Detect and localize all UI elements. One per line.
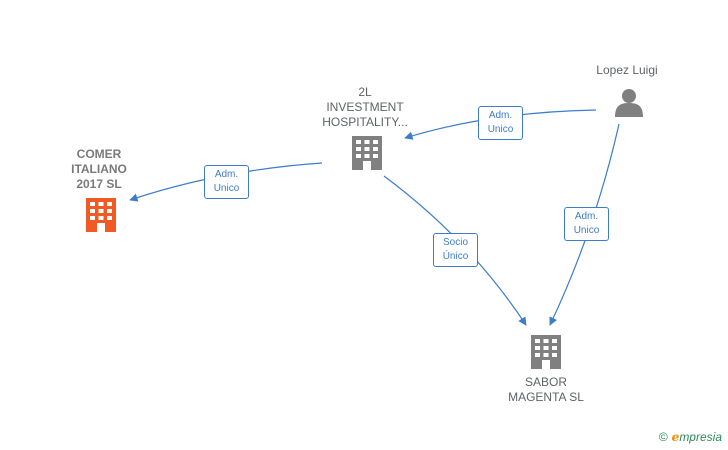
edge-label-lopez-investment[interactable]: Adm. Unico	[478, 106, 523, 140]
brand-footer: ©empresia	[659, 430, 722, 444]
node-label-sabor[interactable]: SABOR MAGENTA SL	[508, 375, 584, 404]
edge-label-investment-comer[interactable]: Adm. Unico	[204, 165, 249, 199]
brand-logo-text: mpresia	[679, 430, 722, 444]
edge-label-lopez-sabor[interactable]: Adm. Unico	[564, 207, 609, 241]
node-label-comer[interactable]: COMER ITALIANO 2017 SL	[71, 147, 127, 191]
node-label-lopez[interactable]: Lopez Luigi	[596, 63, 658, 77]
building-icon[interactable]	[352, 136, 382, 170]
person-icon[interactable]	[615, 89, 643, 117]
building-icon[interactable]	[531, 335, 561, 369]
node-label-investment[interactable]: 2L INVESTMENT HOSPITALITY...	[322, 85, 408, 129]
copyright-symbol: ©	[658, 430, 668, 444]
building-icon[interactable]	[86, 198, 116, 232]
edge-label-investment-sabor[interactable]: Socio Único	[433, 233, 478, 267]
brand-logo-initial: e	[671, 430, 680, 444]
